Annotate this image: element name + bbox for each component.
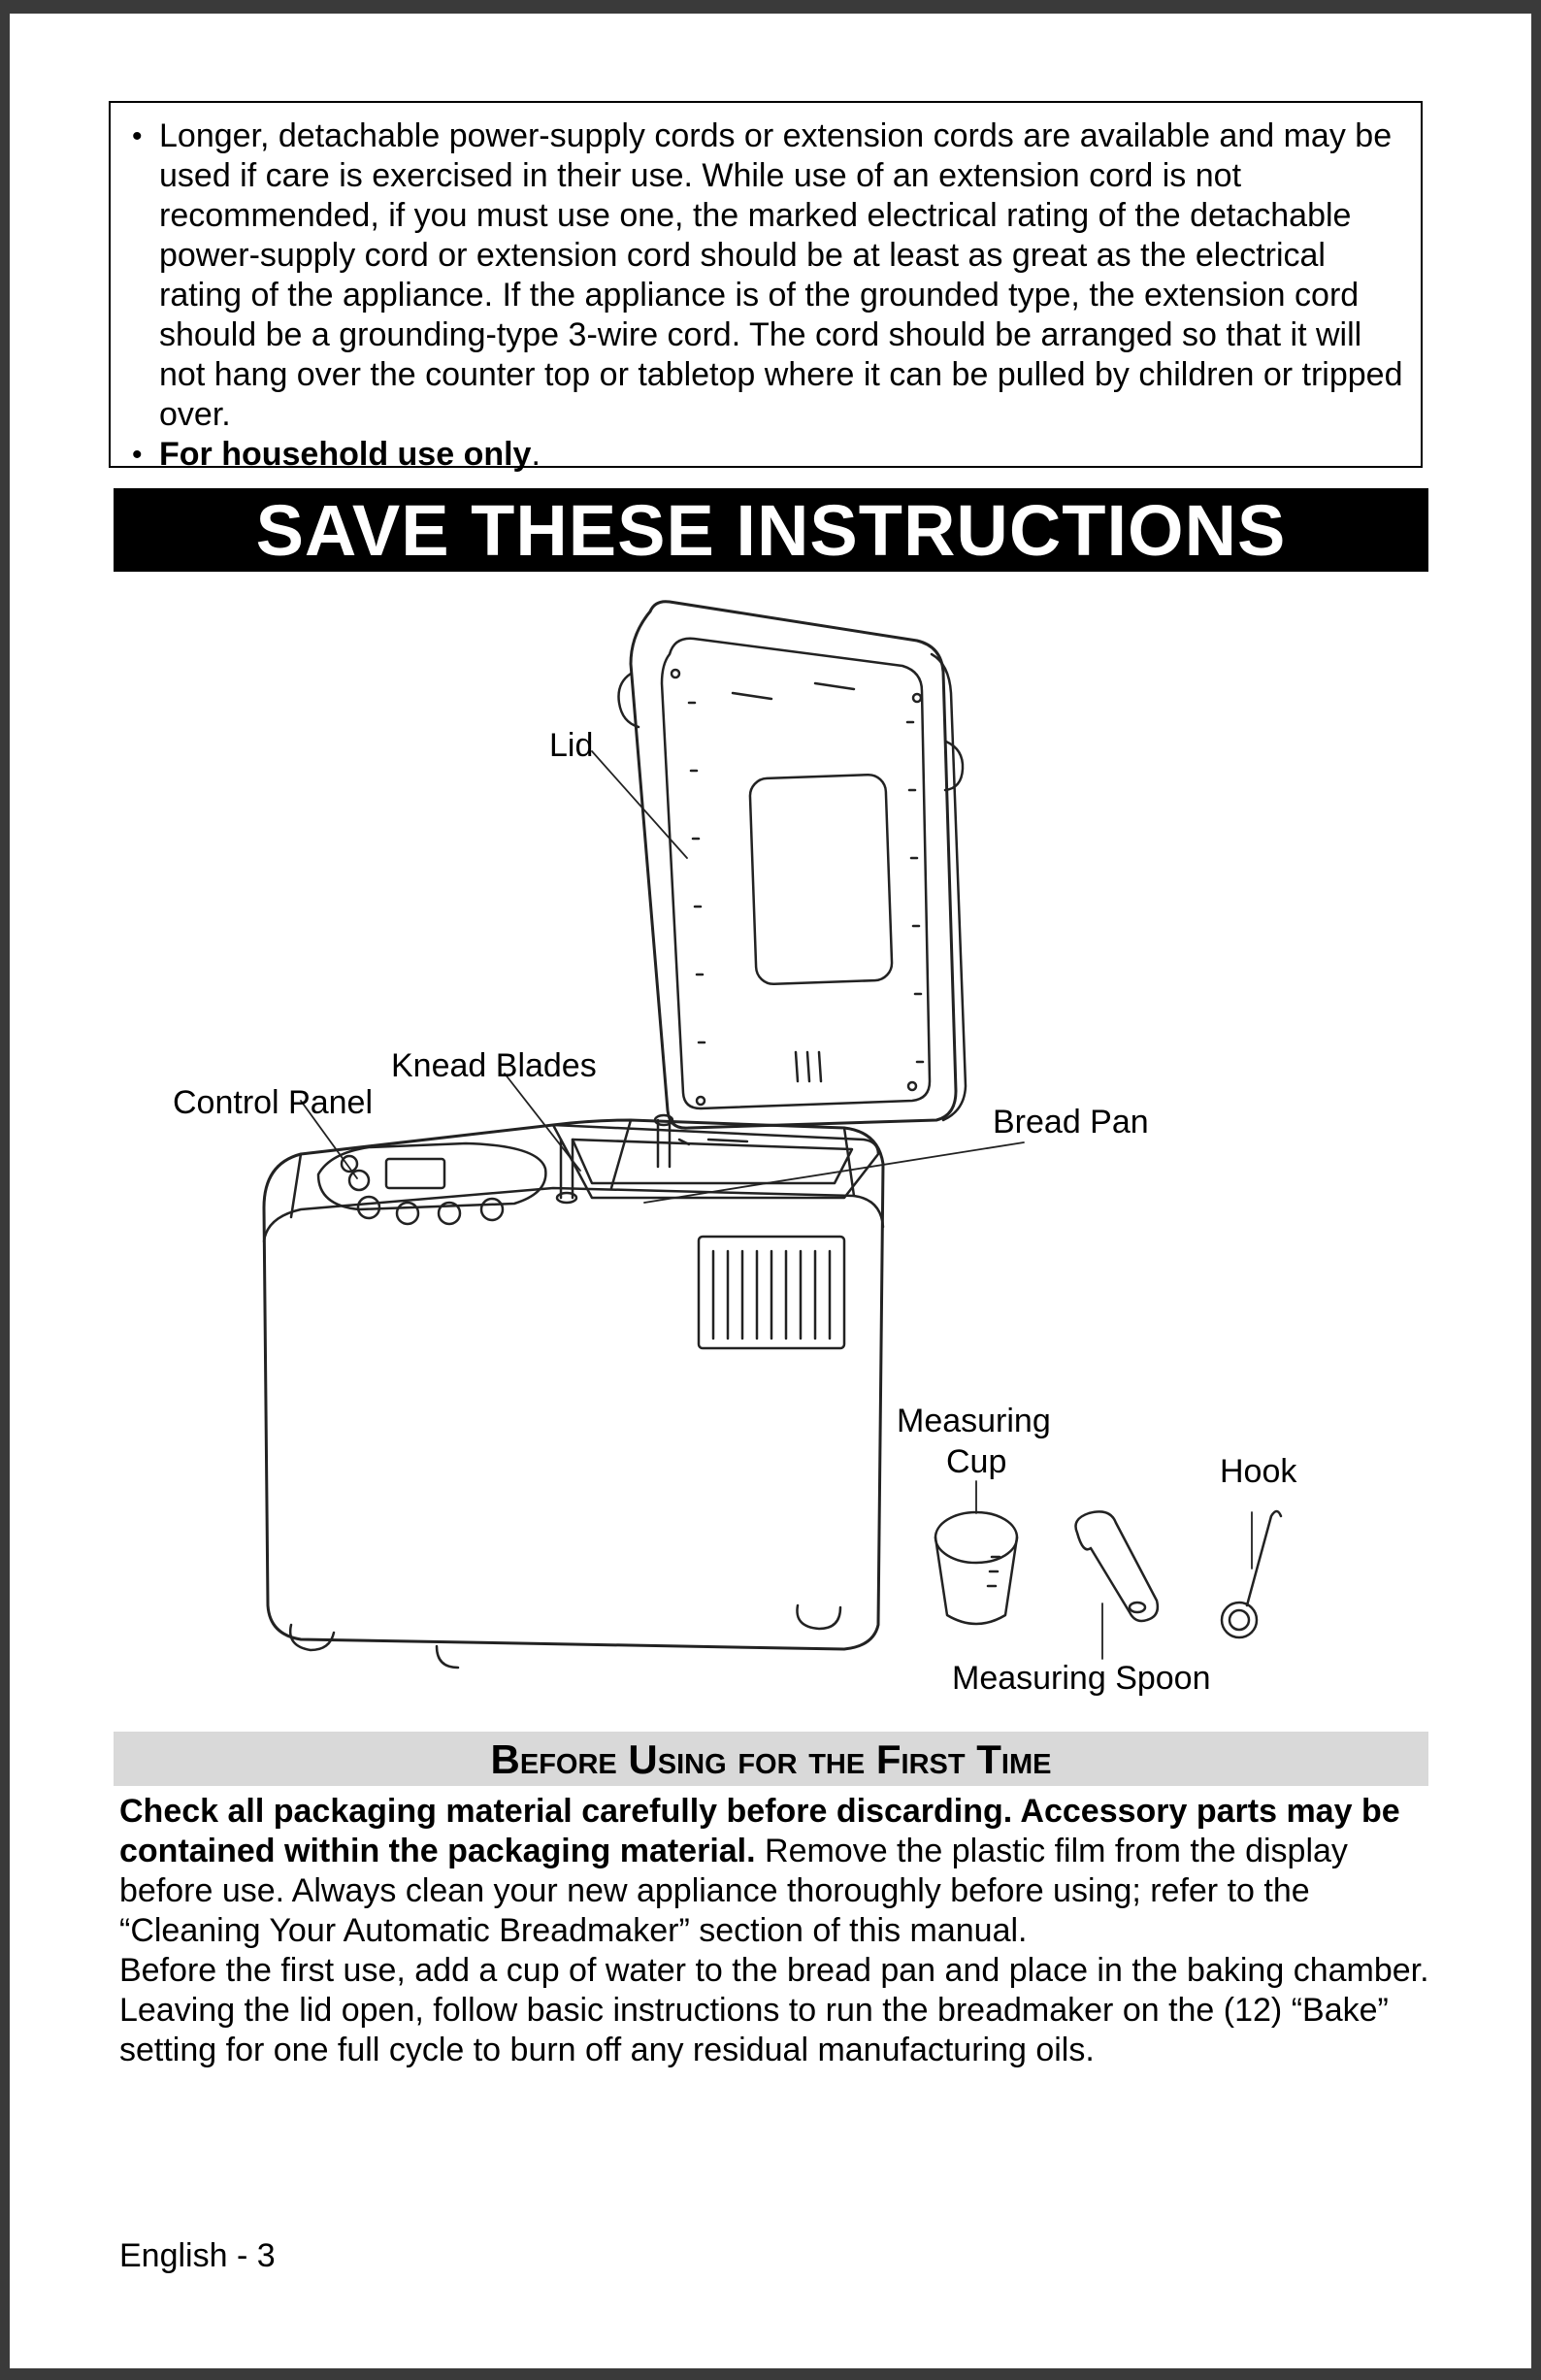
label-knead-blades: Knead Blades: [391, 1047, 597, 1084]
label-measuring-spoon: Measuring Spoon: [952, 1660, 1211, 1697]
body-drawing: [262, 1113, 885, 1669]
manual-page: Longer, detachable power-supply cords or…: [10, 14, 1531, 2368]
label-measuring-cup-line2: Cup: [946, 1443, 1007, 1480]
label-control-panel: Control Panel: [173, 1084, 374, 1121]
warning-bullet-extension-cord: Longer, detachable power-supply cords or…: [124, 116, 1403, 435]
label-lid: Lid: [549, 727, 594, 764]
cleaning-instructions-text: Remove the plastic film from the display…: [119, 1833, 1348, 1949]
section-heading-before-first-use: Before Using for the First Time: [114, 1732, 1428, 1786]
before-first-use-body: Check all packaging material carefully b…: [119, 1792, 1439, 2070]
before-first-use-paragraph-2: Before the first use, add a cup of water…: [119, 1952, 1429, 2068]
page-footer: English - 3: [119, 2237, 276, 2274]
label-bread-pan: Bread Pan: [993, 1104, 1149, 1140]
label-measuring-cup-line1: Measuring: [897, 1403, 1051, 1439]
callout-leader-lines: [300, 750, 1253, 1660]
lid-drawing: [617, 600, 967, 1130]
warning-text-extension-cord: Longer, detachable power-supply cords or…: [159, 117, 1403, 433]
save-instructions-banner: SAVE THESE INSTRUCTIONS: [114, 488, 1428, 572]
warning-bullet-household: For household use only.: [124, 435, 1403, 475]
safety-warning-box: Longer, detachable power-supply cords or…: [109, 101, 1423, 475]
accessories-drawing: [934, 1509, 1283, 1639]
warning-household-tail: .: [531, 436, 541, 473]
warning-household-bold: For household use only: [159, 436, 532, 473]
before-first-use-paragraph-1: Check all packaging material carefully b…: [119, 1792, 1439, 1951]
label-hook: Hook: [1220, 1453, 1297, 1490]
packaging-warning-bold: Check all packaging material carefully b…: [119, 1793, 1400, 1869]
breadmaker-diagram: Lid Knead Blades Control Panel Bread Pan…: [10, 596, 1531, 1722]
breadmaker-illustration: [262, 600, 1283, 1669]
